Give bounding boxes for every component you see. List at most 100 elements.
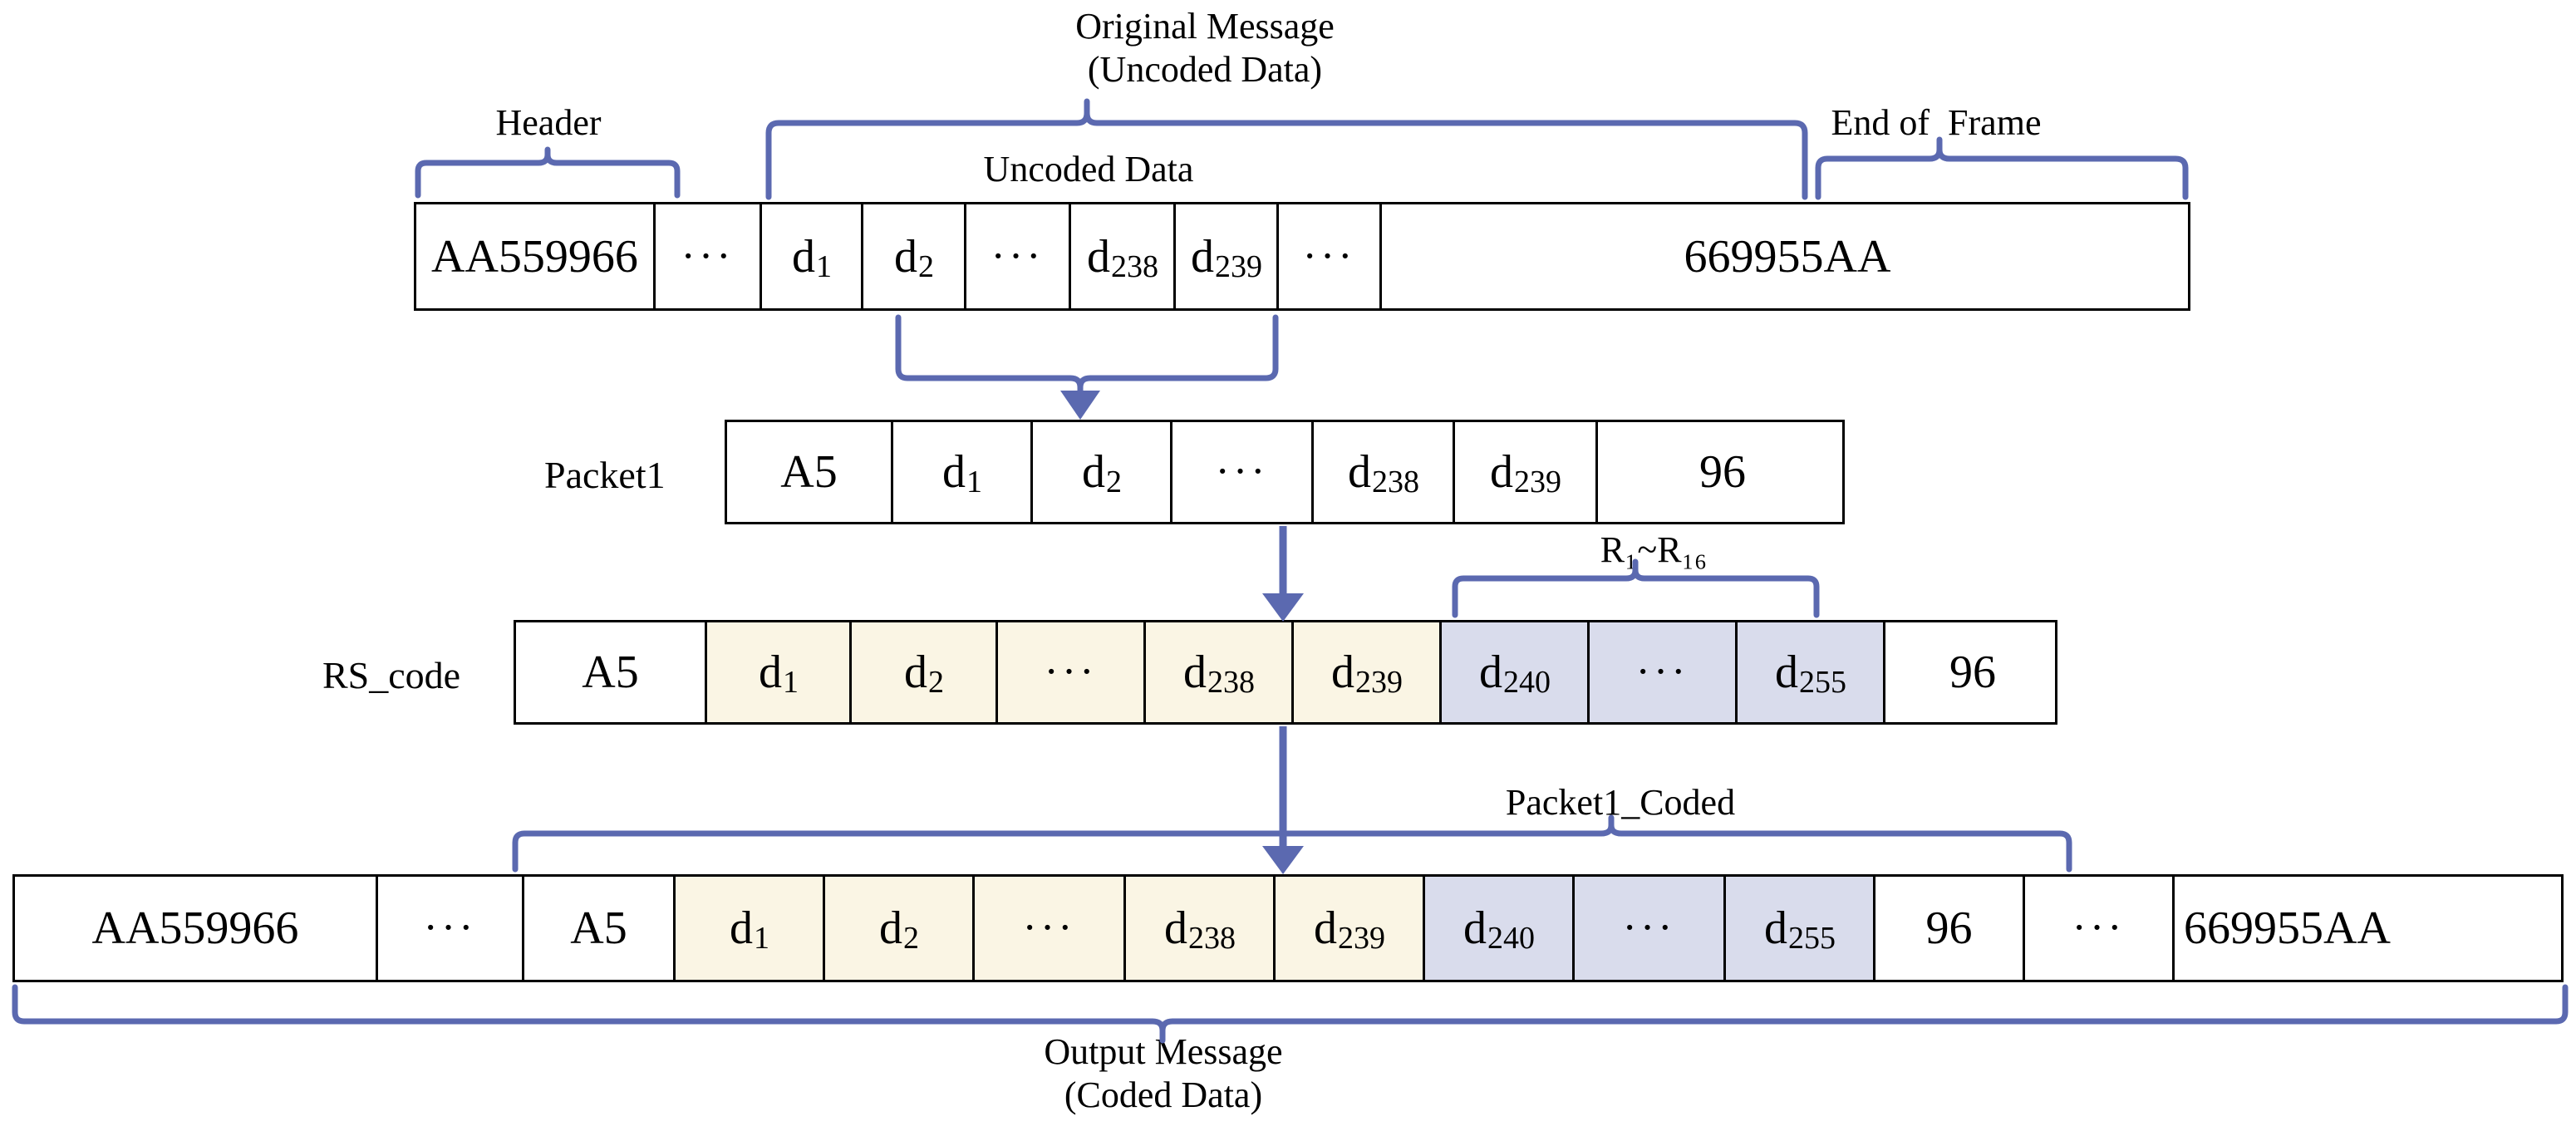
cell-symbol: d bbox=[1082, 446, 1105, 498]
cell-symbol: d bbox=[894, 230, 917, 283]
cell-packet1-0: A5 bbox=[727, 422, 893, 522]
packet1-row-label: Packet1 bbox=[544, 454, 666, 496]
cell-symbol: d bbox=[1490, 446, 1513, 498]
header-caption: Header bbox=[495, 102, 602, 143]
uncoded-data-caption: Uncoded Data bbox=[983, 149, 1194, 189]
cell-packet1-6: 96 bbox=[1598, 422, 1847, 522]
cell-symbol: d bbox=[1191, 230, 1214, 283]
packet-extract-brace bbox=[895, 314, 1279, 415]
cell-symbol: d bbox=[1463, 902, 1487, 954]
cell-text: 96 bbox=[1949, 647, 1996, 698]
output-message-caption: Output Message (Coded Data) bbox=[1044, 1031, 1283, 1115]
parity-range-caption: R₁~R₁₆ bbox=[1600, 529, 1708, 570]
cell-text: ··· bbox=[1022, 904, 1076, 952]
cell-text: ··· bbox=[1302, 232, 1356, 280]
cell-text: 669955AA bbox=[2184, 902, 2391, 954]
cell-output-5: ··· bbox=[975, 877, 1126, 980]
cell-text: 96 bbox=[1925, 902, 1973, 954]
cell-output-1: ··· bbox=[378, 877, 524, 980]
cell-text: ··· bbox=[1044, 648, 1098, 696]
cell-symbol: d bbox=[730, 902, 753, 954]
encode-arrow bbox=[1262, 526, 1304, 622]
original-message-caption: Original Message (Uncoded Data) bbox=[1075, 6, 1335, 90]
cell-symbol: d bbox=[1331, 647, 1354, 698]
cell-output-12: ··· bbox=[2025, 877, 2175, 980]
cell-text: AA559966 bbox=[91, 902, 299, 954]
cell-text: ··· bbox=[423, 904, 477, 952]
cell-text: 669955AA bbox=[1684, 230, 1891, 283]
cell-symbol: d bbox=[1348, 446, 1371, 498]
insert-arrow bbox=[1262, 726, 1304, 874]
cell-packet1-3: ··· bbox=[1172, 422, 1314, 522]
cell-frame-7: ··· bbox=[1279, 204, 1382, 308]
cell-symbol: d bbox=[942, 446, 966, 498]
cell-symbol: d bbox=[792, 230, 815, 283]
cell-symbol: d bbox=[1479, 647, 1502, 698]
cell-rs_code-0: A5 bbox=[516, 622, 707, 722]
cell-output-9: ··· bbox=[1575, 877, 1726, 980]
cell-output-13: 669955AA bbox=[2175, 877, 2400, 980]
packet-extract-arrowhead bbox=[1060, 391, 1100, 420]
cell-symbol: d bbox=[904, 647, 927, 698]
cell-text: ··· bbox=[681, 232, 735, 280]
packet1-coded-caption: Packet1_Coded bbox=[1505, 782, 1736, 823]
cell-text: ··· bbox=[1635, 648, 1689, 696]
end-of-frame-caption: End of Frame bbox=[1831, 102, 2042, 143]
cell-symbol: d bbox=[759, 647, 782, 698]
cell-output-2: A5 bbox=[524, 877, 676, 980]
cell-frame-8: 669955AA bbox=[1382, 204, 2193, 308]
cell-text: ··· bbox=[1622, 904, 1676, 952]
cell-text: A5 bbox=[570, 902, 627, 954]
cell-symbol: d bbox=[1087, 230, 1110, 283]
cell-frame-4: ··· bbox=[966, 204, 1071, 308]
cell-text: AA559966 bbox=[431, 230, 638, 283]
cell-text: 96 bbox=[1699, 446, 1746, 498]
cell-rs_code-7: ··· bbox=[1590, 622, 1738, 722]
header-brace bbox=[415, 146, 681, 199]
end-of-frame-brace bbox=[1815, 136, 2189, 200]
packet1-coded-brace bbox=[512, 814, 2072, 873]
cell-symbol: d bbox=[879, 902, 902, 954]
cell-frame-1: ··· bbox=[656, 204, 762, 308]
cell-symbol: d bbox=[1764, 902, 1787, 954]
cell-rs_code-3: ··· bbox=[998, 622, 1146, 722]
cell-output-11: 96 bbox=[1875, 877, 2025, 980]
cell-symbol: d bbox=[1164, 902, 1187, 954]
cell-output-0: AA559966 bbox=[15, 877, 378, 980]
rs-code-row-label: RS_code bbox=[322, 654, 461, 696]
cell-rs_code-9: 96 bbox=[1885, 622, 2060, 722]
cell-frame-0: AA559966 bbox=[416, 204, 656, 308]
cell-symbol: d bbox=[1183, 647, 1207, 698]
cell-text: ··· bbox=[2072, 904, 2126, 952]
cell-text: ··· bbox=[991, 232, 1045, 280]
cell-symbol: d bbox=[1314, 902, 1337, 954]
cell-text: A5 bbox=[780, 446, 838, 498]
cell-text: ··· bbox=[1215, 448, 1269, 495]
cell-symbol: d bbox=[1775, 647, 1798, 698]
